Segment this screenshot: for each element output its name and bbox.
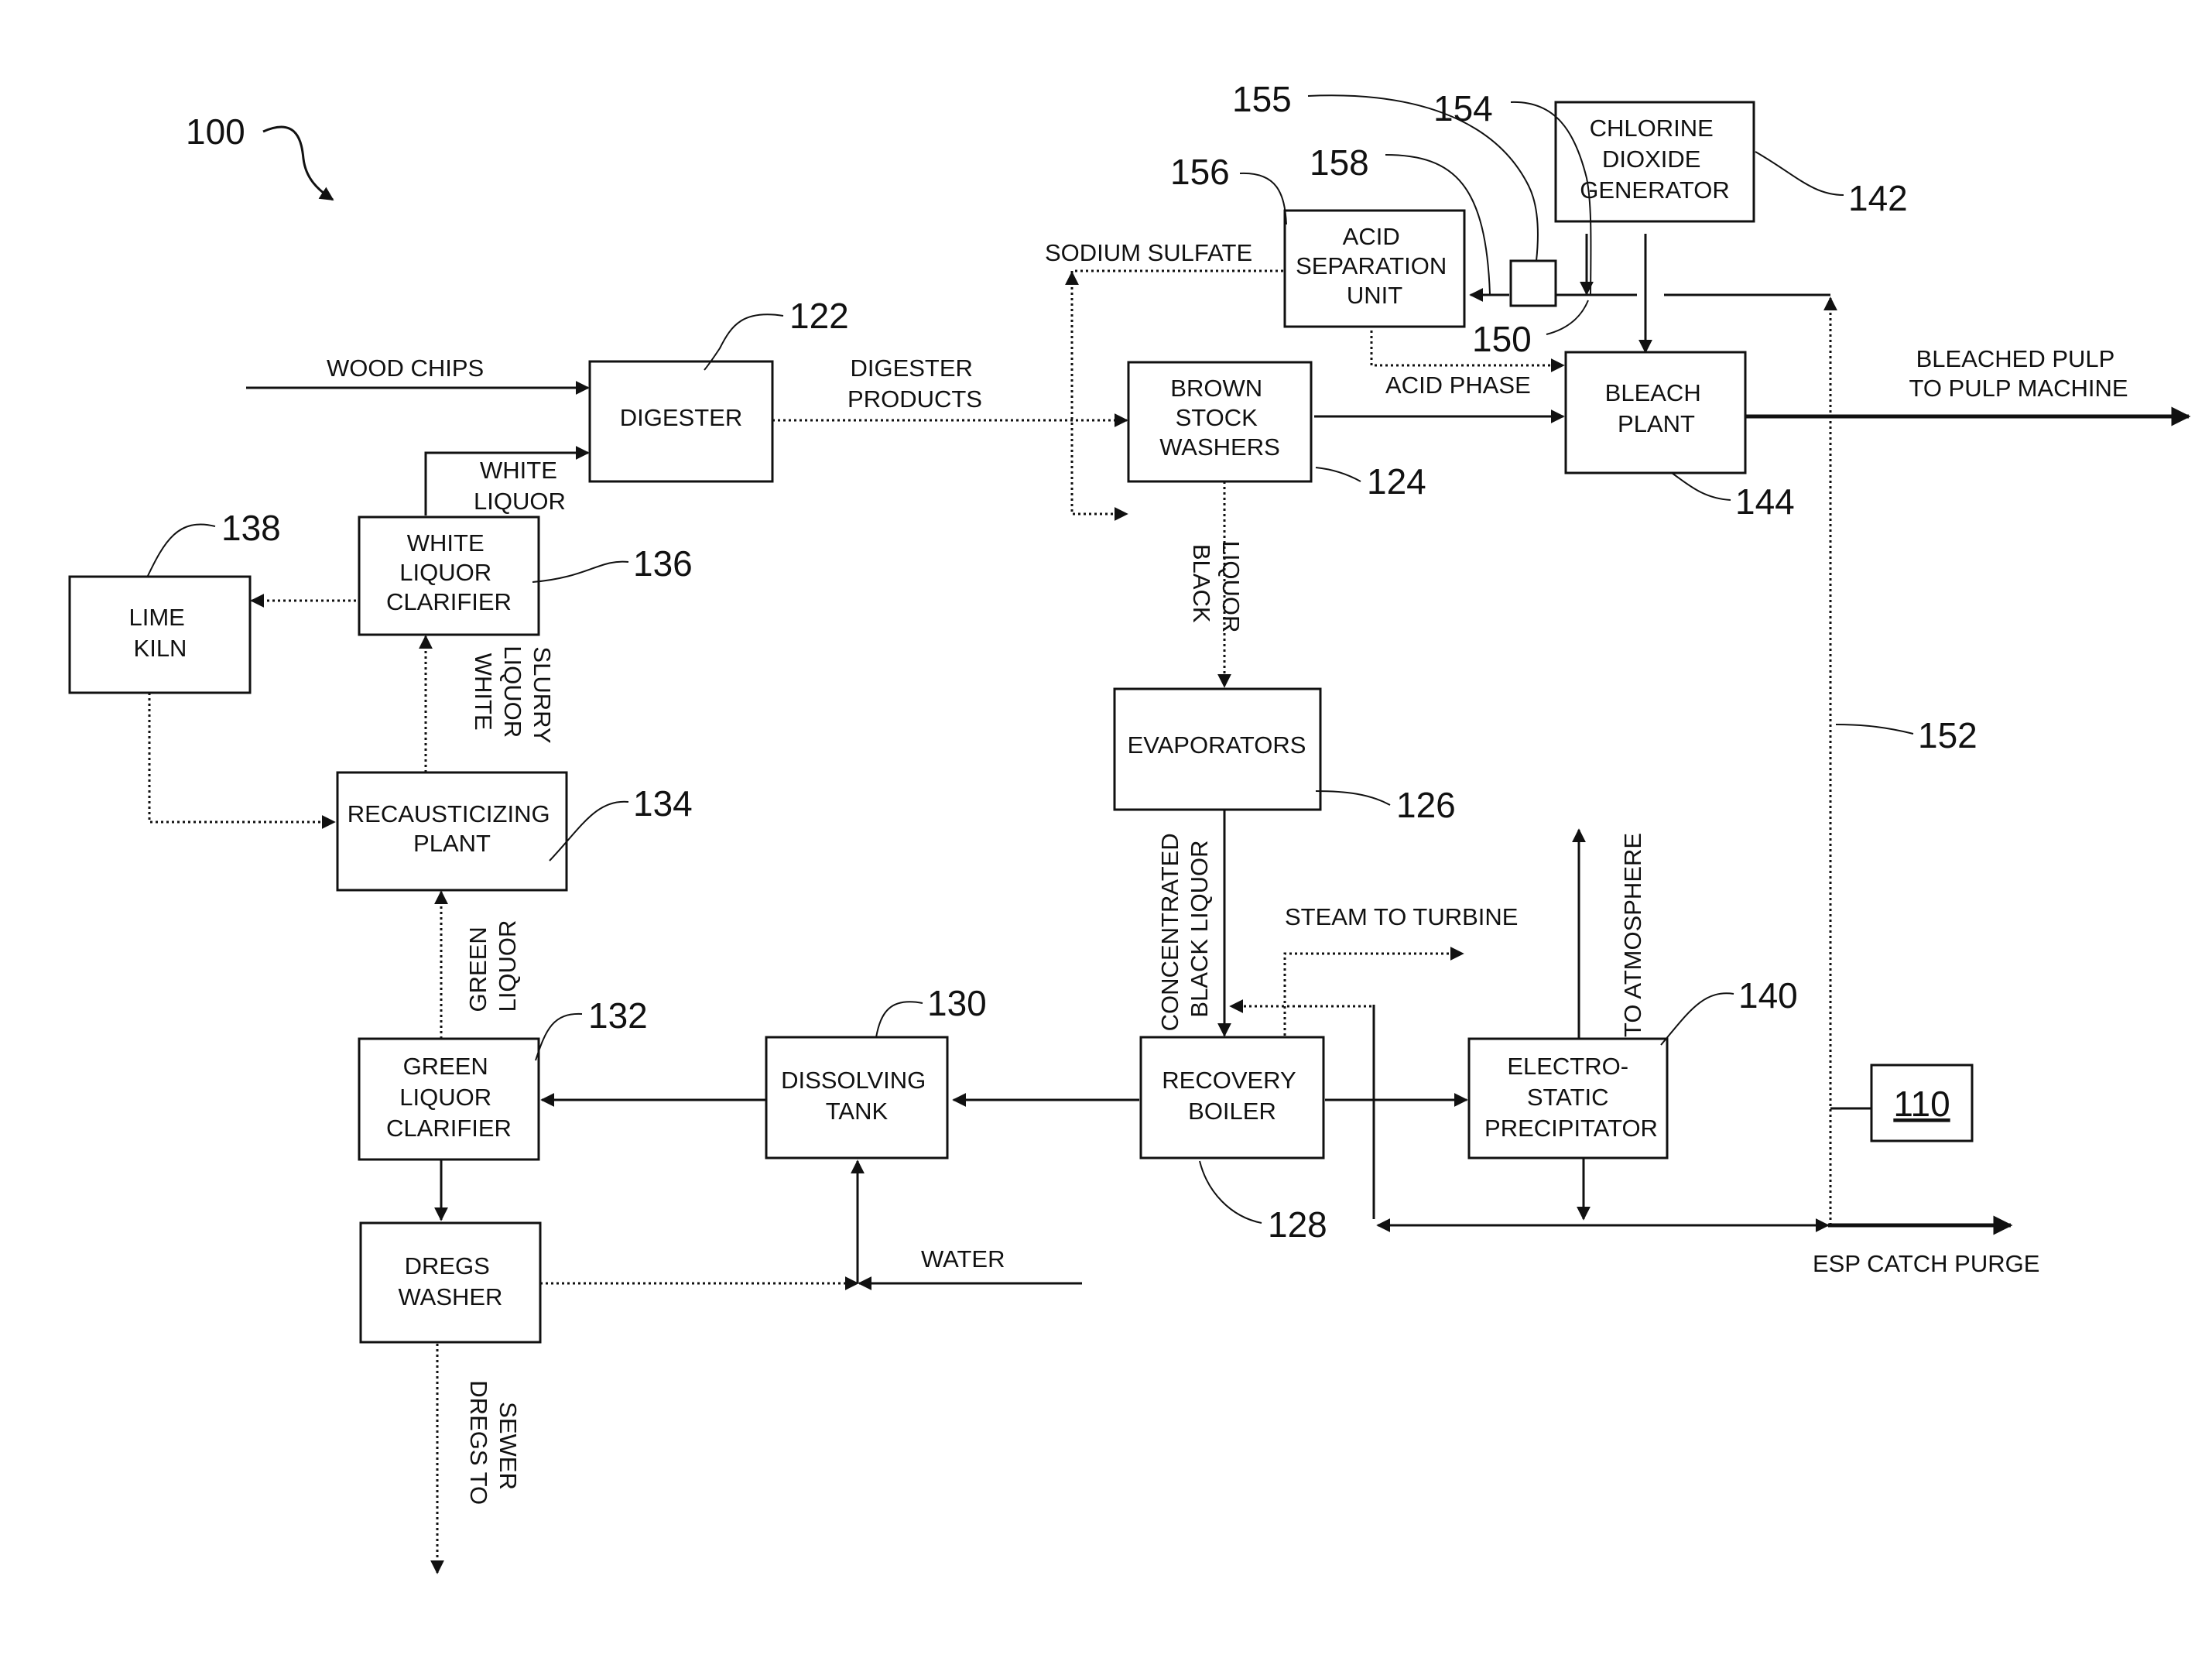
digester-products-label: DIGESTER PRODUCTS [847, 355, 982, 413]
concentrated-black-liquor-label: CONCENTRATED BLACK LIQUOR [1156, 827, 1213, 1032]
ref-144: 144 [1735, 481, 1795, 522]
green-liquor-label: GREEN LIQUOR [464, 920, 521, 1012]
ref-150: 150 [1472, 319, 1532, 359]
ref-155: 155 [1232, 79, 1292, 119]
bleached-pulp-label: BLEACHED PULP TO PULP MACHINE [1909, 345, 2128, 402]
ref-152: 152 [1918, 715, 1977, 755]
to-atmosphere-label: TO ATMOSPHERE [1619, 833, 1646, 1037]
water-label: WATER [921, 1245, 1005, 1273]
ref-126: 126 [1396, 785, 1456, 825]
acid-phase-label: ACID PHASE [1385, 372, 1531, 399]
black-liquor-label: BLACK LIQUOR [1188, 541, 1245, 633]
green-liquor-clarifier-label: GREEN LIQUOR CLARIFIER [386, 1053, 512, 1142]
chlorine-dioxide-generator-label: CHLORINE DIOXIDE GENERATOR [1580, 115, 1730, 204]
white-liquor-slurry-label: WHITE LIQUOR SLURRY [470, 646, 556, 744]
steam-to-turbine-label: STEAM TO TURBINE [1285, 903, 1518, 930]
ref-130: 130 [927, 983, 987, 1023]
wood-chips-label: WOOD CHIPS [327, 355, 484, 382]
ref-136: 136 [633, 543, 693, 584]
dregs-washer-block [361, 1223, 540, 1342]
ref-134: 134 [633, 783, 693, 824]
figure-ref-100: 100 [186, 111, 245, 152]
evaporators-label: EVAPORATORS [1128, 731, 1306, 759]
box-110-label: 110 [1893, 1084, 1950, 1124]
ref-142: 142 [1848, 178, 1908, 218]
ref-122: 122 [789, 296, 849, 336]
ref-158: 158 [1310, 142, 1369, 183]
component-150-box [1511, 261, 1556, 306]
digester-label: DIGESTER [620, 404, 742, 431]
ref-128: 128 [1268, 1204, 1327, 1245]
ref-138: 138 [221, 508, 281, 548]
ref-132: 132 [588, 995, 648, 1036]
ref-124: 124 [1367, 461, 1426, 502]
white-liquor-label: WHITE LIQUOR [474, 457, 566, 515]
ref-140: 140 [1738, 975, 1798, 1016]
ref-156: 156 [1170, 152, 1230, 192]
sodium-sulfate-label: SODIUM SULFATE [1045, 239, 1252, 266]
dregs-to-sewer-label: DREGS TO SEWER [465, 1380, 522, 1511]
esp-catch-purge-label: ESP CATCH PURGE [1813, 1250, 2039, 1277]
brown-stock-washers-label: BROWN STOCK WASHERS [1159, 375, 1280, 461]
ref-154: 154 [1433, 88, 1493, 128]
